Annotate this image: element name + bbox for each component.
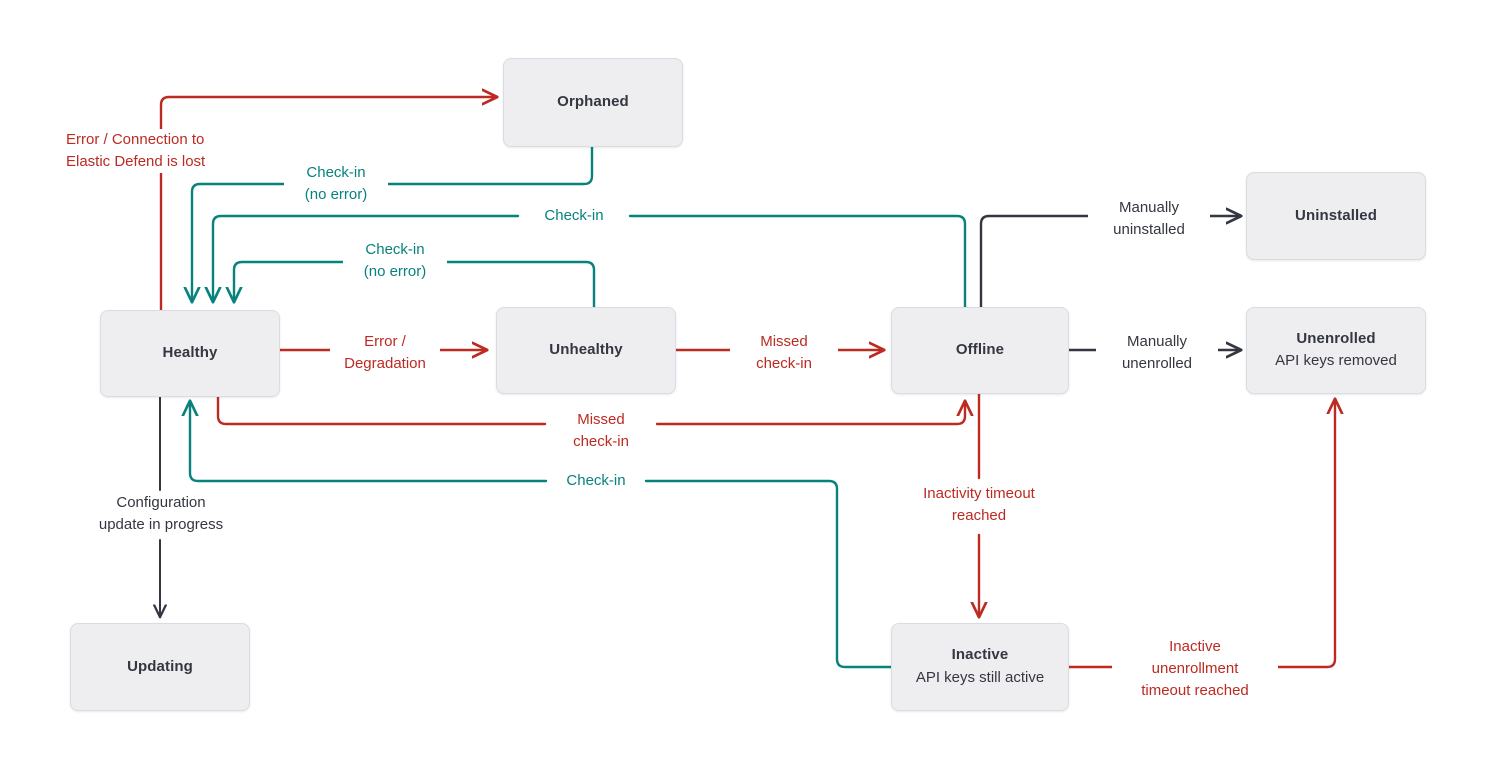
edge-label-inactivity-timeout: Inactivity timeout reached — [888, 483, 1070, 527]
edge-offline-to-healthy — [213, 214, 967, 309]
edge-healthy-to-offline — [216, 395, 965, 426]
edge-offline-to-uninstalled — [979, 216, 1241, 309]
edge-label-checkin-no-error-low: Check-in (no error) — [343, 239, 447, 283]
node-offline-title: Offline — [955, 341, 1005, 359]
node-orphaned-title: Orphaned — [557, 93, 629, 111]
edge-label-inactive-unenrollment: Inactive unenrollment timeout reached — [1112, 636, 1278, 702]
edge-label-manually-unenrolled: Manually unenrolled — [1096, 331, 1218, 375]
edge-label-checkin-bottom: Check-in — [548, 470, 644, 492]
edge-label-error-connection-lost: Error / Connection to Elastic Defend is … — [66, 129, 326, 173]
edge-label-checkin-no-error-top: Check-in (no error) — [284, 162, 388, 206]
node-unenrolled-subtitle: API keys removed — [1275, 352, 1397, 370]
node-uninstalled[interactable]: Uninstalled — [1246, 172, 1426, 260]
node-unhealthy[interactable]: Unhealthy — [496, 307, 676, 394]
node-healthy[interactable]: Healthy — [100, 310, 280, 397]
edge-healthy-to-orphaned — [159, 97, 497, 312]
edge-label-checkin-mid: Check-in — [526, 205, 622, 227]
edge-orphaned-to-healthy — [192, 144, 594, 302]
node-uninstalled-title: Uninstalled — [1295, 206, 1377, 224]
edge-inactive-to-unenrolled — [1066, 399, 1335, 669]
edge-inactive-to-healthy — [190, 401, 893, 669]
node-updating[interactable]: Updating — [70, 623, 250, 711]
node-updating-title: Updating — [127, 657, 193, 675]
edge-label-missed-checkin-lower: Missed check-in — [547, 409, 655, 453]
node-inactive-title: Inactive — [951, 646, 1009, 663]
node-offline[interactable]: Offline — [891, 307, 1069, 394]
edge-label-error-degradation: Error / Degradation — [330, 331, 440, 375]
edge-label-configuration-update: Configuration update in progress — [68, 492, 254, 536]
node-unenrolled[interactable]: Unenrolled API keys removed — [1246, 307, 1426, 394]
node-unenrolled-title: Unenrolled — [1296, 329, 1376, 347]
edge-label-manually-uninstalled: Manually uninstalled — [1088, 197, 1210, 241]
node-orphaned[interactable]: Orphaned — [503, 58, 683, 147]
edge-unhealthy-to-healthy — [234, 260, 596, 309]
node-inactive[interactable]: Inactive API keys still active — [891, 623, 1069, 711]
edge-label-missed-checkin-upper: Missed check-in — [730, 331, 838, 375]
node-inactive-subtitle: API keys still active — [915, 668, 1045, 686]
node-unhealthy-title: Unhealthy — [549, 341, 623, 359]
node-healthy-title: Healthy — [162, 344, 218, 362]
